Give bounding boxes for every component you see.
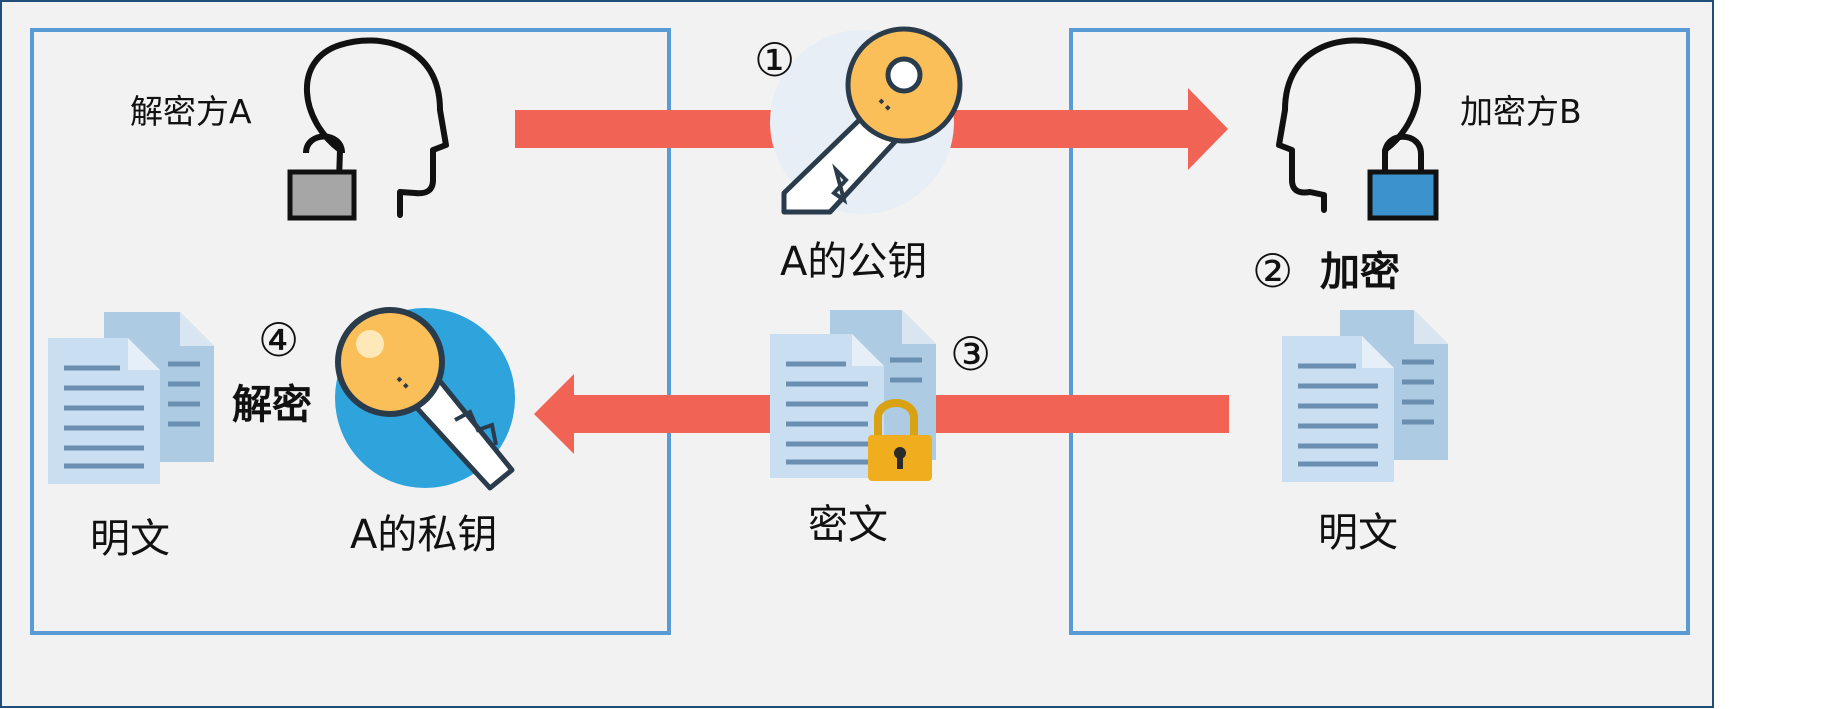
ciphertext-padlock-icon	[868, 399, 932, 481]
public-key-label: A的公钥	[780, 239, 927, 285]
decryptor-head-icon	[303, 37, 449, 218]
step-3-number: ③	[950, 327, 991, 381]
private-key-label: A的私钥	[350, 512, 497, 558]
encryptor-b-title: 加密方B	[1460, 92, 1582, 131]
step-1-number: ①	[754, 33, 795, 87]
left-plaintext-label: 明文	[90, 516, 170, 562]
decryptor-a-title: 解密方A	[130, 92, 252, 131]
encryptor-head-icon	[1276, 37, 1422, 213]
unlocked-padlock-icon	[287, 133, 357, 221]
encrypt-label: 加密	[1320, 249, 1400, 295]
right-plaintext-label: 明文	[1318, 510, 1398, 556]
left-plaintext-documents-icon	[48, 312, 214, 484]
decrypt-label: 解密	[232, 382, 312, 428]
locked-padlock-icon	[1367, 133, 1439, 221]
public-key-icon	[770, 26, 963, 215]
step-4-number: ④	[258, 313, 299, 367]
private-key-icon	[335, 307, 515, 491]
ciphertext-label: 密文	[808, 502, 888, 548]
step-2-number: ②	[1252, 244, 1293, 298]
right-plaintext-documents-icon	[1282, 310, 1448, 482]
ciphertext-documents-icon	[770, 310, 936, 481]
